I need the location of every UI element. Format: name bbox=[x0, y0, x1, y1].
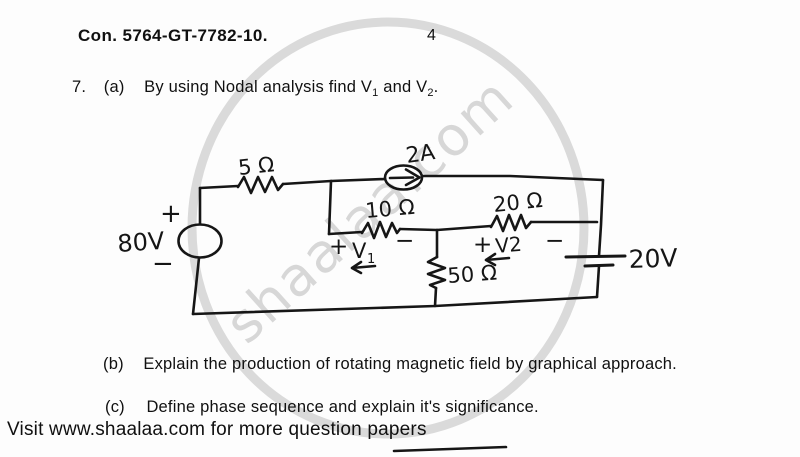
watermark-circle bbox=[187, 17, 589, 439]
v1-minus-sign: − bbox=[395, 228, 414, 254]
mid-rail-node bbox=[398, 227, 439, 232]
resistor-10ohm bbox=[360, 220, 402, 240]
question-a-period: . bbox=[433, 78, 439, 96]
exam-code: Con. 5764-GT-7782-10. bbox=[78, 26, 268, 45]
resistor-50ohm bbox=[426, 255, 447, 290]
v2-direction-arrow-icon bbox=[484, 252, 511, 267]
wire-top-mid bbox=[281, 179, 333, 186]
label-v1: V bbox=[352, 239, 367, 263]
question-b-text: Explain the production of rotating magne… bbox=[143, 355, 677, 373]
current-source-arrow-icon bbox=[388, 168, 421, 187]
question-c-text: Define phase sequence and explain it's s… bbox=[146, 398, 539, 416]
label-resistor-20ohm: 20 Ω bbox=[492, 188, 544, 217]
label-v2: V2 bbox=[494, 232, 522, 258]
resistor-20ohm bbox=[489, 213, 533, 233]
page-number: 4 bbox=[427, 27, 436, 44]
label-resistor-10ohm: 10 Ω bbox=[364, 195, 415, 223]
source-80v-plus-sign: + bbox=[160, 199, 182, 229]
voltage-source-circle bbox=[177, 223, 223, 259]
question-a-text: By using Nodal analysis find V bbox=[144, 78, 373, 96]
wire-top-left bbox=[198, 184, 240, 190]
circuit-diagram: 5 Ω 2A 10 Ω 20 Ω 50 Ω 80V + − + V 1 − + … bbox=[116, 140, 678, 316]
label-source-80v: 80V bbox=[116, 227, 165, 258]
question-7b-line: (b) Explain the production of rotating m… bbox=[103, 355, 677, 374]
section-divider-line bbox=[392, 445, 508, 453]
question-7a-line: 7. (a) By using Nodal analysis find V1 a… bbox=[72, 78, 439, 99]
label-source-20v: 20V bbox=[628, 243, 678, 274]
label-resistor-50ohm: 50 Ω bbox=[447, 261, 498, 288]
label-resistor-5ohm: 5 Ω bbox=[237, 152, 275, 180]
v1-direction-arrow-icon bbox=[350, 260, 377, 275]
question-part-b-label: (b) bbox=[103, 355, 124, 373]
label-current-source: 2A bbox=[404, 140, 436, 169]
question-a-sub1: 1 bbox=[372, 87, 379, 99]
v2-minus-sign: − bbox=[545, 228, 564, 254]
current-source-circle bbox=[383, 164, 424, 191]
footer-promo-text: Visit www.shaalaa.com for more question … bbox=[7, 419, 427, 440]
mid-rail-left bbox=[327, 230, 364, 236]
right-rail bbox=[597, 178, 605, 258]
resistor-50-lead bbox=[433, 286, 438, 308]
v1-plus-sign: + bbox=[329, 234, 348, 260]
wire-top-right bbox=[420, 174, 605, 182]
battery-top-bar bbox=[564, 254, 627, 259]
wire-to-current-source bbox=[329, 177, 387, 183]
question-7c-line: (c) Define phase sequence and explain it… bbox=[105, 398, 539, 417]
question-part-c-label: (c) bbox=[105, 398, 125, 416]
question-a-sub2: 2 bbox=[427, 87, 434, 99]
source-80v-minus-sign: − bbox=[152, 249, 174, 279]
question-a-text-mid: and V bbox=[378, 78, 428, 96]
question-part-a-label: (a) bbox=[103, 78, 125, 96]
question-number: 7. bbox=[72, 78, 87, 96]
resistor-5ohm bbox=[236, 175, 285, 195]
junction-drop-wire bbox=[327, 179, 333, 236]
left-rail bbox=[191, 256, 201, 316]
battery-bottom-lead bbox=[595, 264, 601, 299]
label-v1-subscript: 1 bbox=[367, 252, 375, 267]
mid-rail-right bbox=[435, 224, 493, 232]
v2-plus-sign: + bbox=[473, 232, 492, 258]
